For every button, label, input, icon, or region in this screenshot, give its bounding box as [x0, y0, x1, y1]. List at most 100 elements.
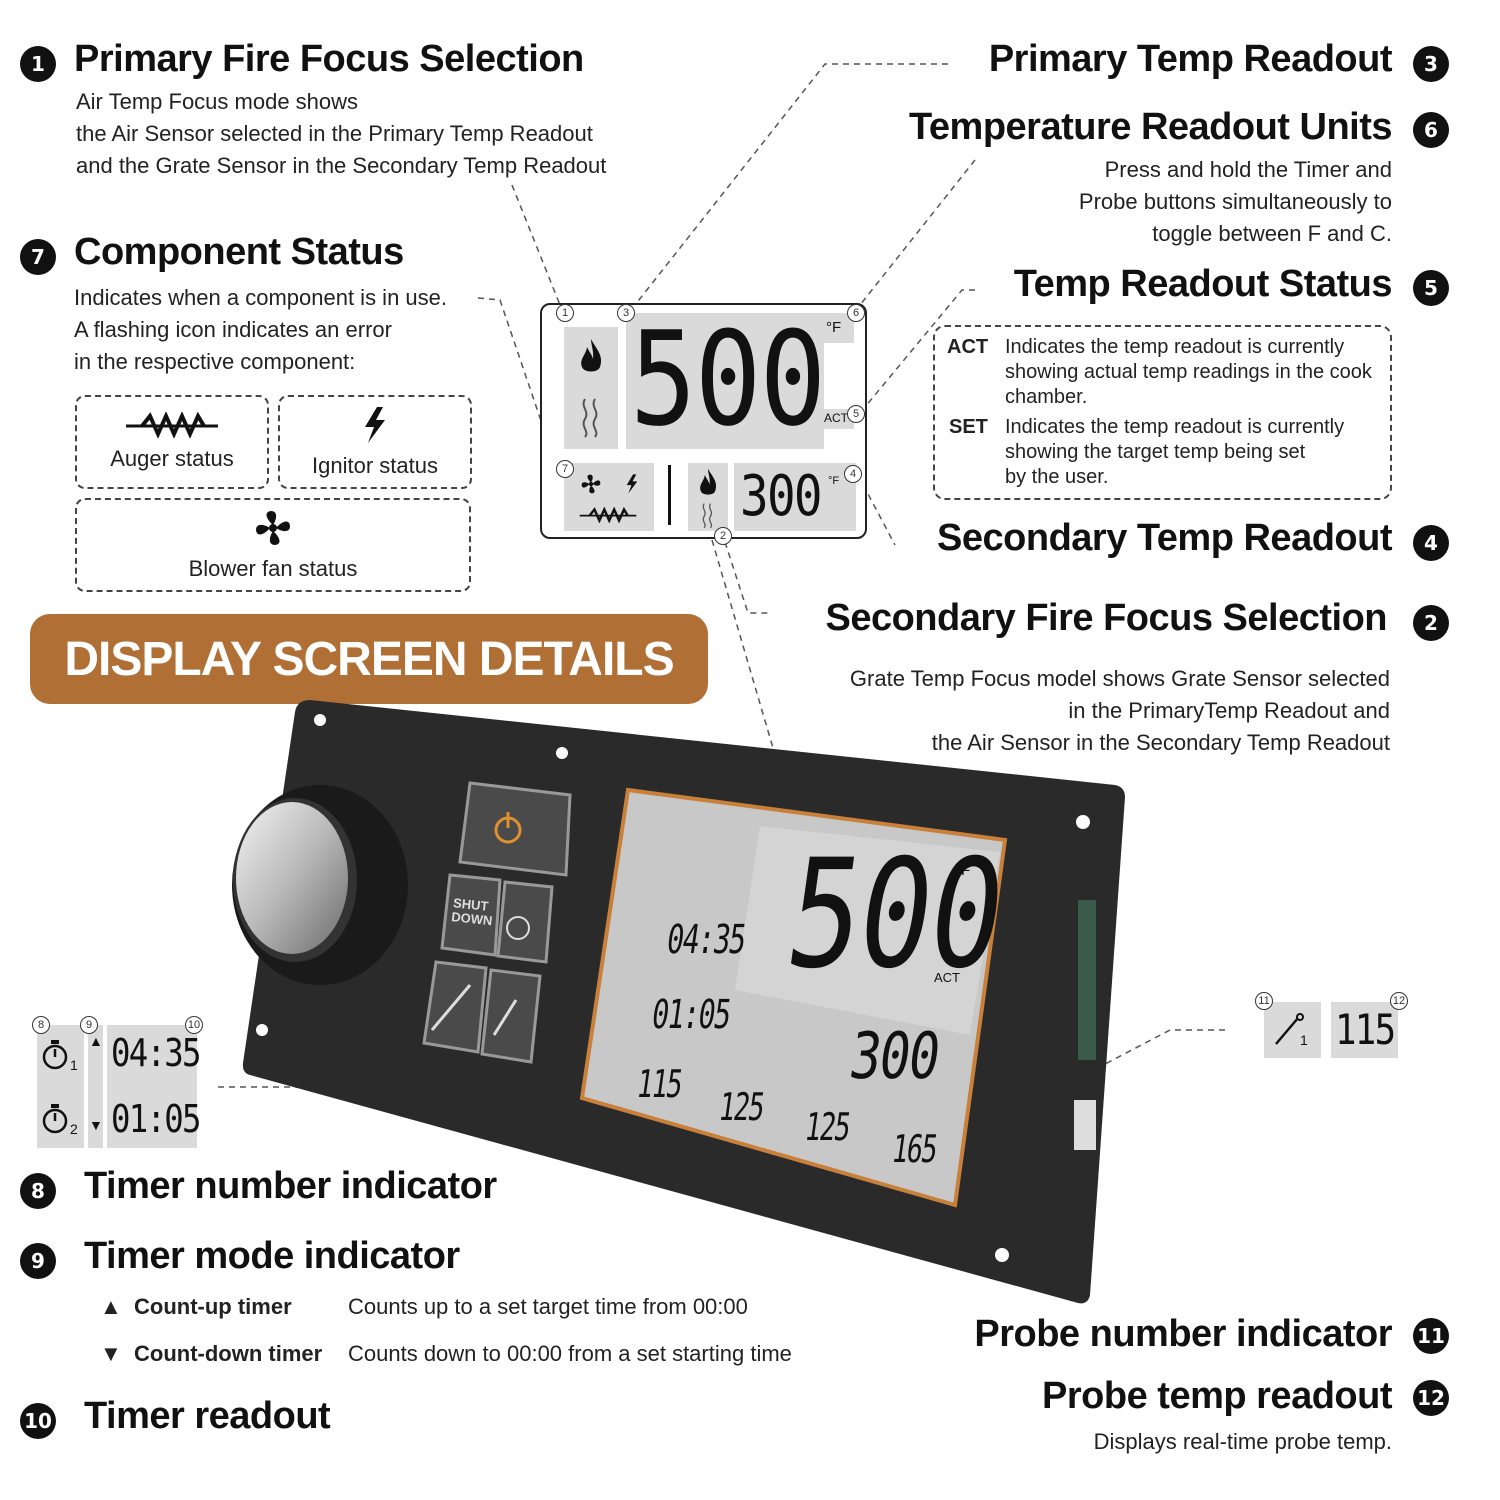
timer-readout-title: Timer readout [84, 1395, 331, 1437]
act-text-1: Indicates the temp readout is currently [1005, 336, 1345, 358]
timer-mode-title: Timer mode indicator [84, 1235, 460, 1277]
probe-icon [1275, 1013, 1304, 1045]
component-status-cell [564, 463, 654, 531]
flame-icon [581, 339, 602, 372]
secondary-unit-label: °F [828, 475, 840, 487]
callout-circle-11: 11 [1255, 992, 1273, 1010]
component-status-title: Component Status [74, 231, 404, 273]
probe-temp-desc: Displays real-time probe temp. [1093, 1429, 1392, 1454]
probe-temp-title: Probe temp readout [1042, 1375, 1392, 1417]
callout-circle-4: 4 [844, 465, 862, 483]
fan-icon [581, 474, 601, 494]
auger-status-box: Auger status [75, 395, 269, 489]
primary-temp-value: 500 [630, 303, 826, 455]
display-screen-details-banner: DISPLAY SCREEN DETAILS [30, 614, 708, 704]
primary-temp-cell: 500 [626, 303, 826, 455]
auger-status-label: Auger status [110, 446, 234, 471]
timer1-number: 1 [70, 1057, 78, 1073]
count-down-arrow-text: ▼ [100, 1341, 122, 1366]
divider [668, 465, 671, 525]
count-up-label: Count-up timer [134, 1294, 292, 1319]
callout-circle-8: 8 [32, 1016, 50, 1034]
callout-badge-8: 8 [20, 1173, 56, 1209]
callout-badge-5: 5 [1413, 270, 1449, 306]
timer-number-cell: 1 2 [37, 1025, 84, 1148]
blower-status-label: Blower fan status [188, 556, 358, 581]
callout-badge-1: 1 [20, 46, 56, 82]
act-label: ACT [824, 411, 848, 425]
stopwatch-icon [42, 1104, 68, 1134]
lightning-icon [365, 407, 385, 443]
primary-temp-readout-title: Primary Temp Readout [988, 38, 1393, 80]
callout-badge-3: 3 [1413, 46, 1449, 82]
callout-badge-12: 12 [1413, 1380, 1449, 1416]
auger-icon [126, 412, 218, 438]
callout-circle-5: 5 [847, 405, 865, 423]
callout-badge-10: 10 [20, 1403, 56, 1439]
count-up-arrow-text: ▲ [100, 1294, 122, 1319]
primary-fire-focus-cell [564, 327, 618, 449]
secondary-temp-value: 300 [740, 464, 823, 529]
probe-temp-cell: 115 [1331, 1002, 1398, 1058]
temperature-units-desc-2: Probe buttons simultaneously to [1078, 189, 1392, 214]
timer-number-title: Timer number indicator [84, 1165, 497, 1207]
secondary-fire-focus-desc-3: the Air Sensor in the Secondary Temp Rea… [931, 730, 1390, 755]
secondary-fire-focus-title: Secondary Fire Focus Selection [825, 597, 1387, 639]
callout-badge-6: 6 [1413, 112, 1449, 148]
set-text-2: showing the target temp being set [1005, 441, 1306, 463]
secondary-temp-cell: 300 °F [734, 463, 856, 531]
primary-fire-focus-desc-2: the Air Sensor selected in the Primary T… [76, 121, 593, 146]
count-up-desc: Counts up to a set target time from 00:0… [348, 1294, 748, 1319]
temperature-units-desc-3: toggle between F and C. [1152, 221, 1392, 246]
temperature-units-title: Temperature Readout Units [909, 106, 1392, 148]
callout-circle-10: 10 [185, 1016, 203, 1034]
act-text-2: showing actual temp readings in the cook [1005, 361, 1372, 383]
count-up-name: ▲ Count-up timer [100, 1291, 292, 1323]
primary-fire-focus-desc-3: and the Grate Sensor in the Secondary Te… [76, 153, 607, 178]
act-cell: ACT [824, 409, 854, 429]
component-status-desc-1: Indicates when a component is in use. [74, 285, 448, 310]
ignitor-status-label: Ignitor status [312, 453, 438, 478]
set-text-1: Indicates the temp readout is currently [1005, 416, 1345, 438]
secondary-fire-focus-cell [688, 463, 728, 531]
timer2-readout: 01:05 [111, 1097, 201, 1141]
timer-readout-cell: 04:35 01:05 [107, 1025, 201, 1148]
probe-number-title: Probe number indicator [974, 1313, 1392, 1355]
primary-fire-focus-desc-1: Air Temp Focus mode shows [76, 89, 359, 114]
heat-waves-icon [702, 503, 713, 529]
set-text-3: by the user. [1005, 466, 1109, 488]
primary-fire-focus-title: Primary Fire Focus Selection [74, 38, 584, 80]
probe-number-cell: 1 [1264, 1002, 1321, 1058]
probe-temp-value: 115 [1335, 1005, 1396, 1054]
temperature-units-desc-1: Press and hold the Timer and [1104, 157, 1392, 182]
act-code: ACT [947, 336, 989, 358]
callout-circle-9: 9 [80, 1016, 98, 1034]
callout-badge-7: 7 [20, 239, 56, 275]
act-text-3: chamber. [1005, 386, 1088, 408]
ignitor-status-box: Ignitor status [278, 395, 472, 489]
callout-badge-4: 4 [1413, 525, 1449, 561]
callout-circle-2: 2 [714, 527, 732, 545]
count-down-name: ▼ Count-down timer [100, 1338, 322, 1370]
secondary-fire-focus-desc-2: in the PrimaryTemp Readout and [1068, 698, 1390, 723]
lcd-diagram: 500 °F ACT 300 °F 1 3 6 5 7 4 2 [540, 303, 867, 545]
temp-readout-status-title: Temp Readout Status [1013, 263, 1393, 305]
secondary-fire-focus-desc-1: Grate Temp Focus model shows Grate Senso… [849, 666, 1390, 691]
secondary-temp-readout-title: Secondary Temp Readout [937, 517, 1392, 559]
callout-circle-6: 6 [847, 304, 865, 322]
count-up-arrow: ▲ [89, 1033, 103, 1049]
probe-number: 1 [1300, 1032, 1308, 1048]
timer1-readout: 04:35 [111, 1031, 201, 1075]
flame-icon [700, 468, 717, 495]
blower-status-box: Blower fan status [75, 498, 471, 592]
callout-circle-1: 1 [556, 304, 574, 322]
timer2-number: 2 [70, 1121, 78, 1137]
count-down-arrow: ▼ [89, 1117, 103, 1133]
set-code: SET [949, 416, 988, 438]
component-status-desc-2: A flashing icon indicates an error [74, 317, 392, 342]
heat-waves-icon [582, 398, 598, 438]
callout-circle-7: 7 [556, 460, 574, 478]
stopwatch-icon [42, 1040, 68, 1070]
timer-mode-cell: ▲ ▼ [88, 1025, 103, 1148]
unit-label: °F [826, 319, 842, 336]
